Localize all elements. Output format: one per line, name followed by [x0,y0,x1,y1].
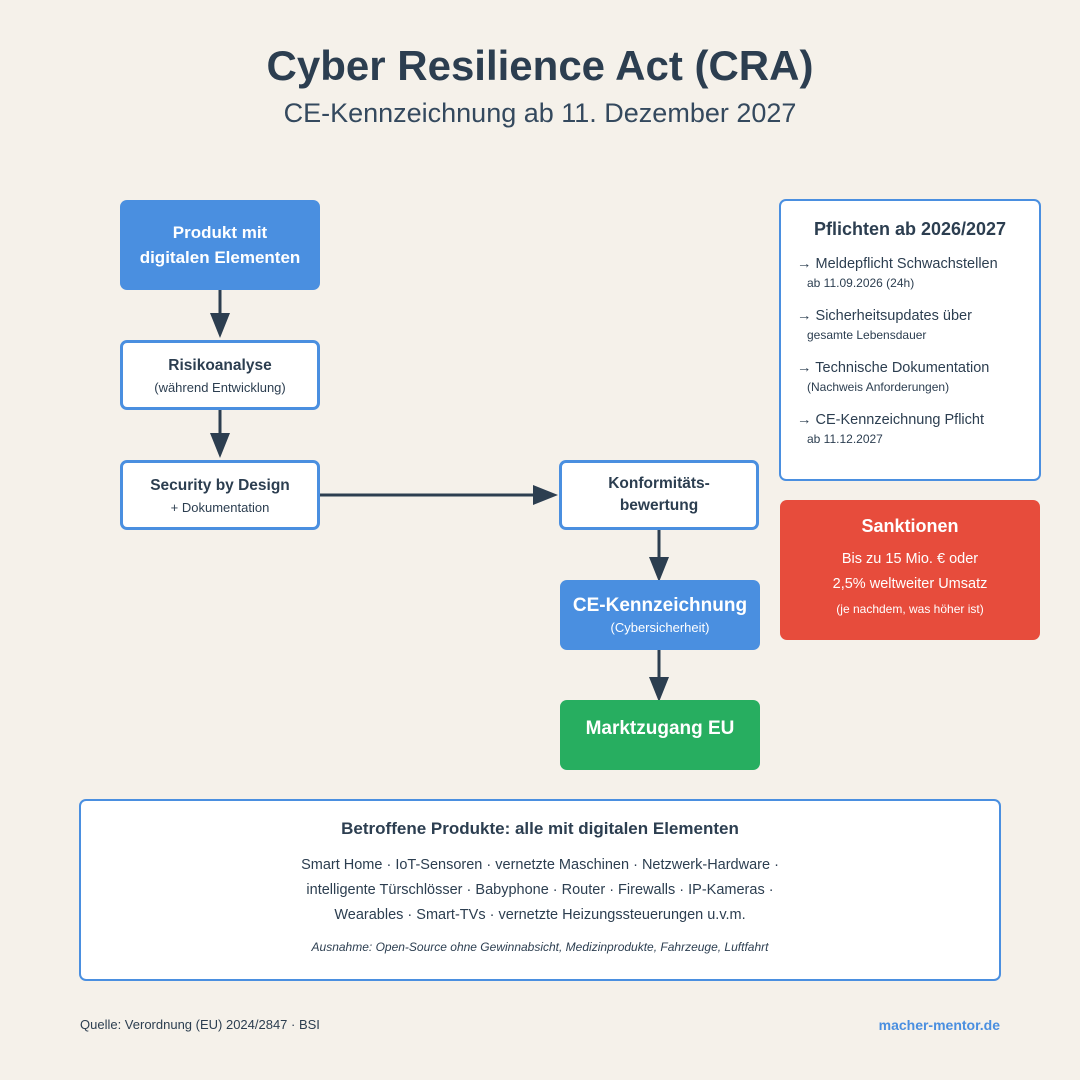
affected-products-panel: Betroffene Produkte: alle mit digitalen … [79,799,1001,981]
duty-main: → Meldepflicht Schwachstellen [797,256,998,272]
node-product: Produkt mit digitalen Elementen [120,200,320,290]
node-conformity-line2: bewertung [619,497,699,514]
sanctions-line2: 2,5% weltweiter Umsatz [832,576,988,592]
products-line2: intelligente Türschlösser · Babyphone · … [306,882,774,898]
duty-main: → CE-Kennzeichnung Pflicht [797,412,984,428]
node-security-title: Security by Design [150,476,290,494]
arrowhead-security [210,433,230,458]
products-line3: Wearables · Smart-TVs · vernetzte Heizun… [334,907,746,923]
node-security-by-design: Security by Design + Dokumentation [120,460,320,530]
duty-item: → Technische Dokumentation (Nachweis Anf… [797,358,1023,396]
sanctions-title: Sanktionen [861,516,959,536]
page-title: Cyber Resilience Act (CRA) [266,42,814,89]
products-exception-note: Ausnahme: Open-Source ohne Gewinnabsicht… [311,940,769,954]
arrowhead-conformity [533,485,558,505]
node-ce-marking: CE-Kennzeichnung (Cybersicherheit) [560,580,760,650]
sanctions-panel: Sanktionen Bis zu 15 Mio. € oder 2,5% we… [780,500,1040,640]
node-conformity: Konformitäts- bewertung [559,460,759,530]
node-risk-analysis: Risikoanalyse (während Entwicklung) [120,340,320,410]
node-ce-sub: (Cybersicherheit) [610,619,710,635]
node-market-access: Marktzugang EU [560,700,760,770]
sanctions-note: (je nachdem, was höher ist) [836,602,984,616]
node-security-sub: + Dokumentation [170,499,270,515]
duty-sub: ab 11.12.2027 [807,432,883,446]
node-product-line2: digitalen Elementen [139,248,301,267]
duty-item: → Meldepflicht Schwachstellen ab 11.09.2… [797,254,1023,292]
node-risk-sub: (während Entwicklung) [154,379,286,395]
arrowhead-market [649,677,669,702]
products-title: Betroffene Produkte: alle mit digitalen … [341,819,739,838]
arrowhead-risk [210,313,230,338]
source-citation: Quelle: Verordnung (EU) 2024/2847 · BSI [80,1017,320,1032]
site-link[interactable]: macher-mentor.de [878,1017,1000,1033]
page-subtitle: CE-Kennzeichnung ab 11. Dezember 2027 [283,98,797,128]
node-risk-title: Risikoanalyse [168,356,272,374]
duty-main: → Technische Dokumentation [797,360,990,376]
duty-sub: gesamte Lebensdauer [807,328,927,342]
duty-item: → Sicherheitsupdates über gesamte Lebens… [797,306,1023,344]
duty-main: → Sicherheitsupdates über [797,308,972,324]
duty-sub: (Nachweis Anforderungen) [807,380,950,394]
duty-item: → CE-Kennzeichnung Pflicht ab 11.12.2027 [797,410,1023,448]
node-conformity-line1: Konformitäts- [608,475,710,492]
sanctions-line1: Bis zu 15 Mio. € oder [841,551,979,567]
node-product-line1: Produkt mit [172,223,268,242]
node-ce-title: CE-Kennzeichnung [572,594,748,616]
duty-sub: ab 11.09.2026 (24h) [807,276,915,290]
duties-panel: Pflichten ab 2026/2027 → Meldepflicht Sc… [779,199,1041,481]
arrowhead-ce [649,557,669,582]
duties-title: Pflichten ab 2026/2027 [813,219,1007,239]
products-line1: Smart Home · IoT-Sensoren · vernetzte Ma… [301,857,779,873]
node-market-title: Marktzugang EU [585,718,735,739]
